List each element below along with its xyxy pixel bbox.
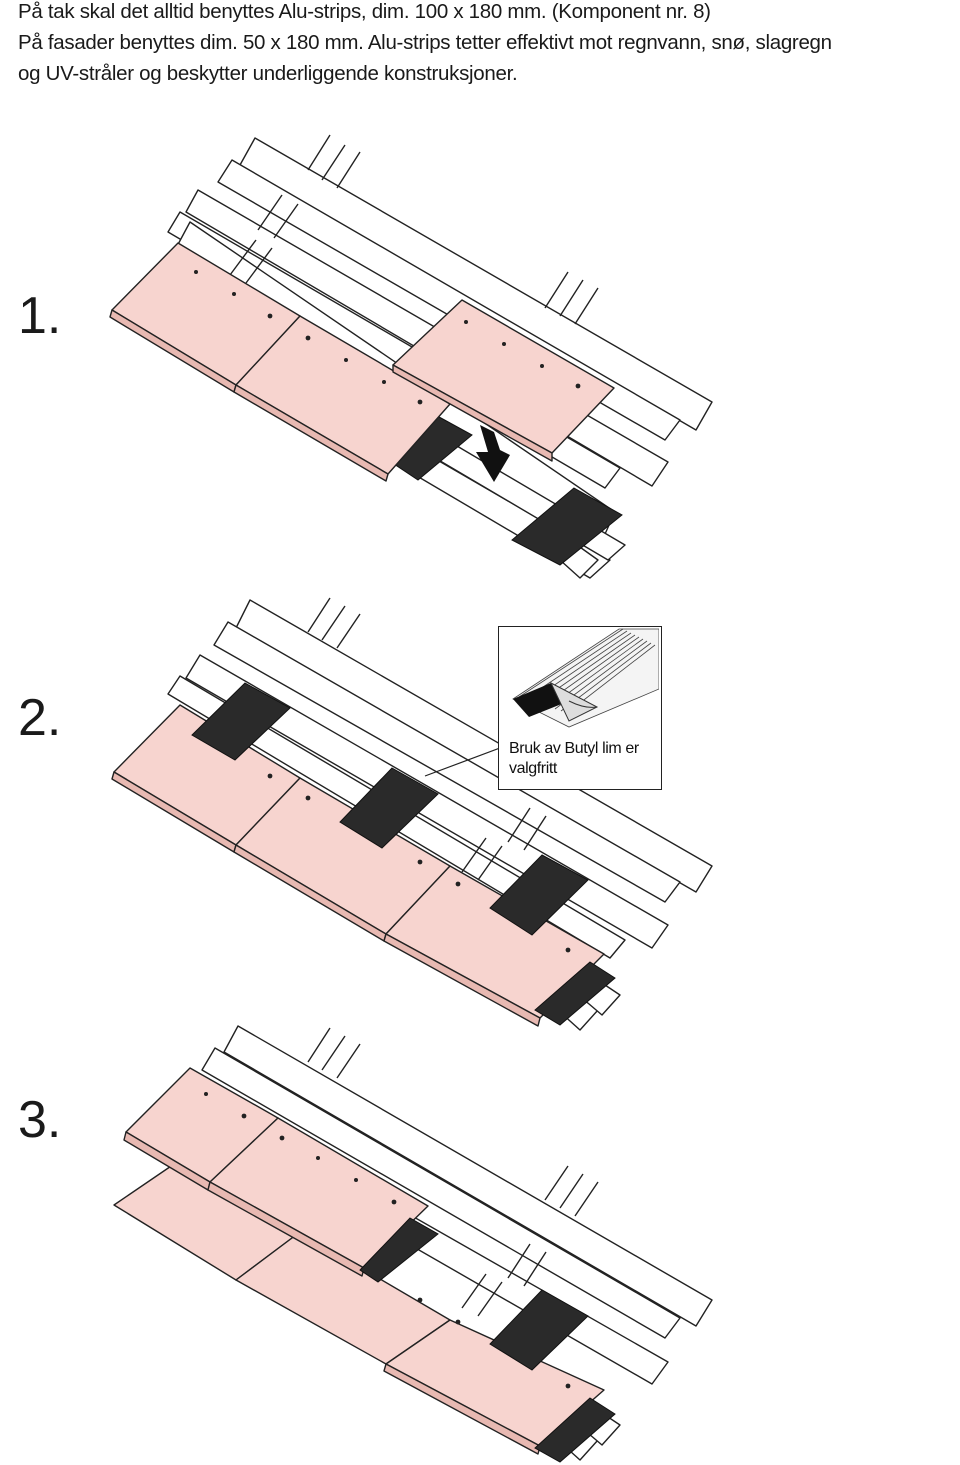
- batten: [239, 137, 713, 431]
- alu-strip: [387, 411, 623, 566]
- step-3-illustration: [113, 1025, 713, 1463]
- step-number-1: 1.: [18, 287, 62, 345]
- step-number-2: 2.: [18, 689, 62, 747]
- step-2-illustration: [111, 597, 713, 1031]
- alu-strip: [359, 1217, 439, 1283]
- intro-text: På tak skal det alltid benyttes Alu-stri…: [18, 0, 948, 89]
- butyl-caption: Bruk av Butyl lim er valgfritt: [509, 740, 639, 777]
- intro-line-1: På tak skal det alltid benyttes Alu-stri…: [18, 0, 711, 23]
- alu-strip: [489, 1289, 616, 1463]
- intro-line-2: På fasader benyttes dim. 50 x 180 mm. Al…: [18, 31, 832, 54]
- butyl-detail-illustration: [512, 628, 660, 728]
- step-number-3: 3.: [18, 1091, 62, 1149]
- step-1-illustration: [109, 134, 713, 579]
- intro-line-3: og UV-stråler og beskytter underliggende…: [18, 62, 518, 85]
- butyl-callout: Bruk av Butyl lim er valgfritt: [498, 626, 662, 790]
- alu-strip: [191, 682, 616, 1026]
- arrow-down-icon: [476, 425, 510, 482]
